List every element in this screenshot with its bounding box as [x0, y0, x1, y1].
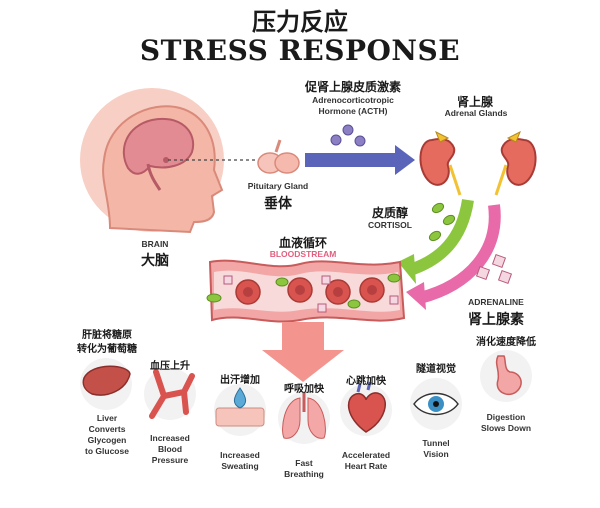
effect-liver-cn1: 肝脏将糖原 — [72, 326, 142, 341]
effect-bp-en-2: Pressure — [140, 455, 200, 465]
pituitary-label-en: Pituitary Gland — [238, 181, 318, 191]
heart-icon — [340, 382, 392, 436]
effect-sweat-en-1: Sweating — [210, 461, 270, 471]
acth-molecules — [331, 125, 365, 146]
effect-vision-en-1: Vision — [406, 449, 466, 459]
pituitary-label-cn: 垂体 — [258, 193, 298, 213]
bloodstream-vessel — [207, 261, 404, 322]
pituitary-gland-icon — [258, 140, 299, 173]
head-brain-illustration — [80, 88, 224, 232]
effect-breath-en-0: Fast — [274, 458, 334, 468]
effect-heart-cn: 心跳加快 — [336, 372, 396, 387]
stomach-icon — [480, 350, 532, 402]
effect-liver-en-3: to Glucose — [72, 446, 142, 456]
brain-label-en: BRAIN — [130, 239, 180, 249]
effect-breath-en-1: Breathing — [274, 469, 334, 479]
adrenaline-label-en: ADRENALINE — [456, 297, 536, 307]
effect-liver-en-0: Liver — [72, 413, 142, 423]
eye-icon — [410, 378, 462, 430]
effect-heart-en-0: Accelerated — [330, 450, 402, 460]
lungs-icon — [278, 392, 330, 444]
blood-label-en: BLOODSTREAM — [258, 249, 348, 259]
adrenaline-label-cn: 肾上腺素 — [456, 309, 536, 329]
effect-bp-en-0: Increased — [140, 433, 200, 443]
cortisol-label-en: CORTISOL — [365, 220, 415, 230]
blue-arrow — [305, 145, 415, 175]
sweat-drop-icon — [214, 384, 266, 436]
effect-vision-en-0: Tunnel — [406, 438, 466, 448]
cortisol-label-cn: 皮质醇 — [365, 204, 415, 221]
effect-sweat-cn: 出汗增加 — [210, 371, 270, 386]
effect-digest-en-0: Digestion — [466, 412, 546, 422]
effect-digest-en-1: Slows Down — [466, 423, 546, 433]
effect-sweat-en-0: Increased — [210, 450, 270, 460]
effect-liver-en-1: Converts — [72, 424, 142, 434]
kidneys-adrenal-icon — [420, 132, 535, 195]
acth-label-cn: 促肾上腺皮质激素 — [288, 78, 418, 95]
effect-breath-cn: 呼吸加快 — [274, 380, 334, 395]
effect-heart-en-1: Heart Rate — [330, 461, 402, 471]
acth-label-en2: Hormone (ACTH) — [298, 106, 408, 116]
acth-label-en1: Adrenocorticotropic — [298, 95, 408, 105]
effect-digest-cn: 消化速度降低 — [464, 333, 548, 348]
effect-vision-cn: 隧道视觉 — [406, 360, 466, 375]
effect-liver-cn2: 转化为葡萄糖 — [66, 340, 148, 355]
effect-bp-cn: 血压上升 — [140, 357, 200, 372]
blood-vessel-icon — [144, 368, 196, 420]
liver-icon — [80, 358, 132, 410]
down-arrow — [262, 322, 344, 382]
effect-liver-en-2: Glycogen — [72, 435, 142, 445]
effect-bp-en-1: Blood — [140, 444, 200, 454]
adrenal-label-en: Adrenal Glands — [428, 108, 524, 118]
brain-label-cn: 大脑 — [130, 250, 180, 270]
